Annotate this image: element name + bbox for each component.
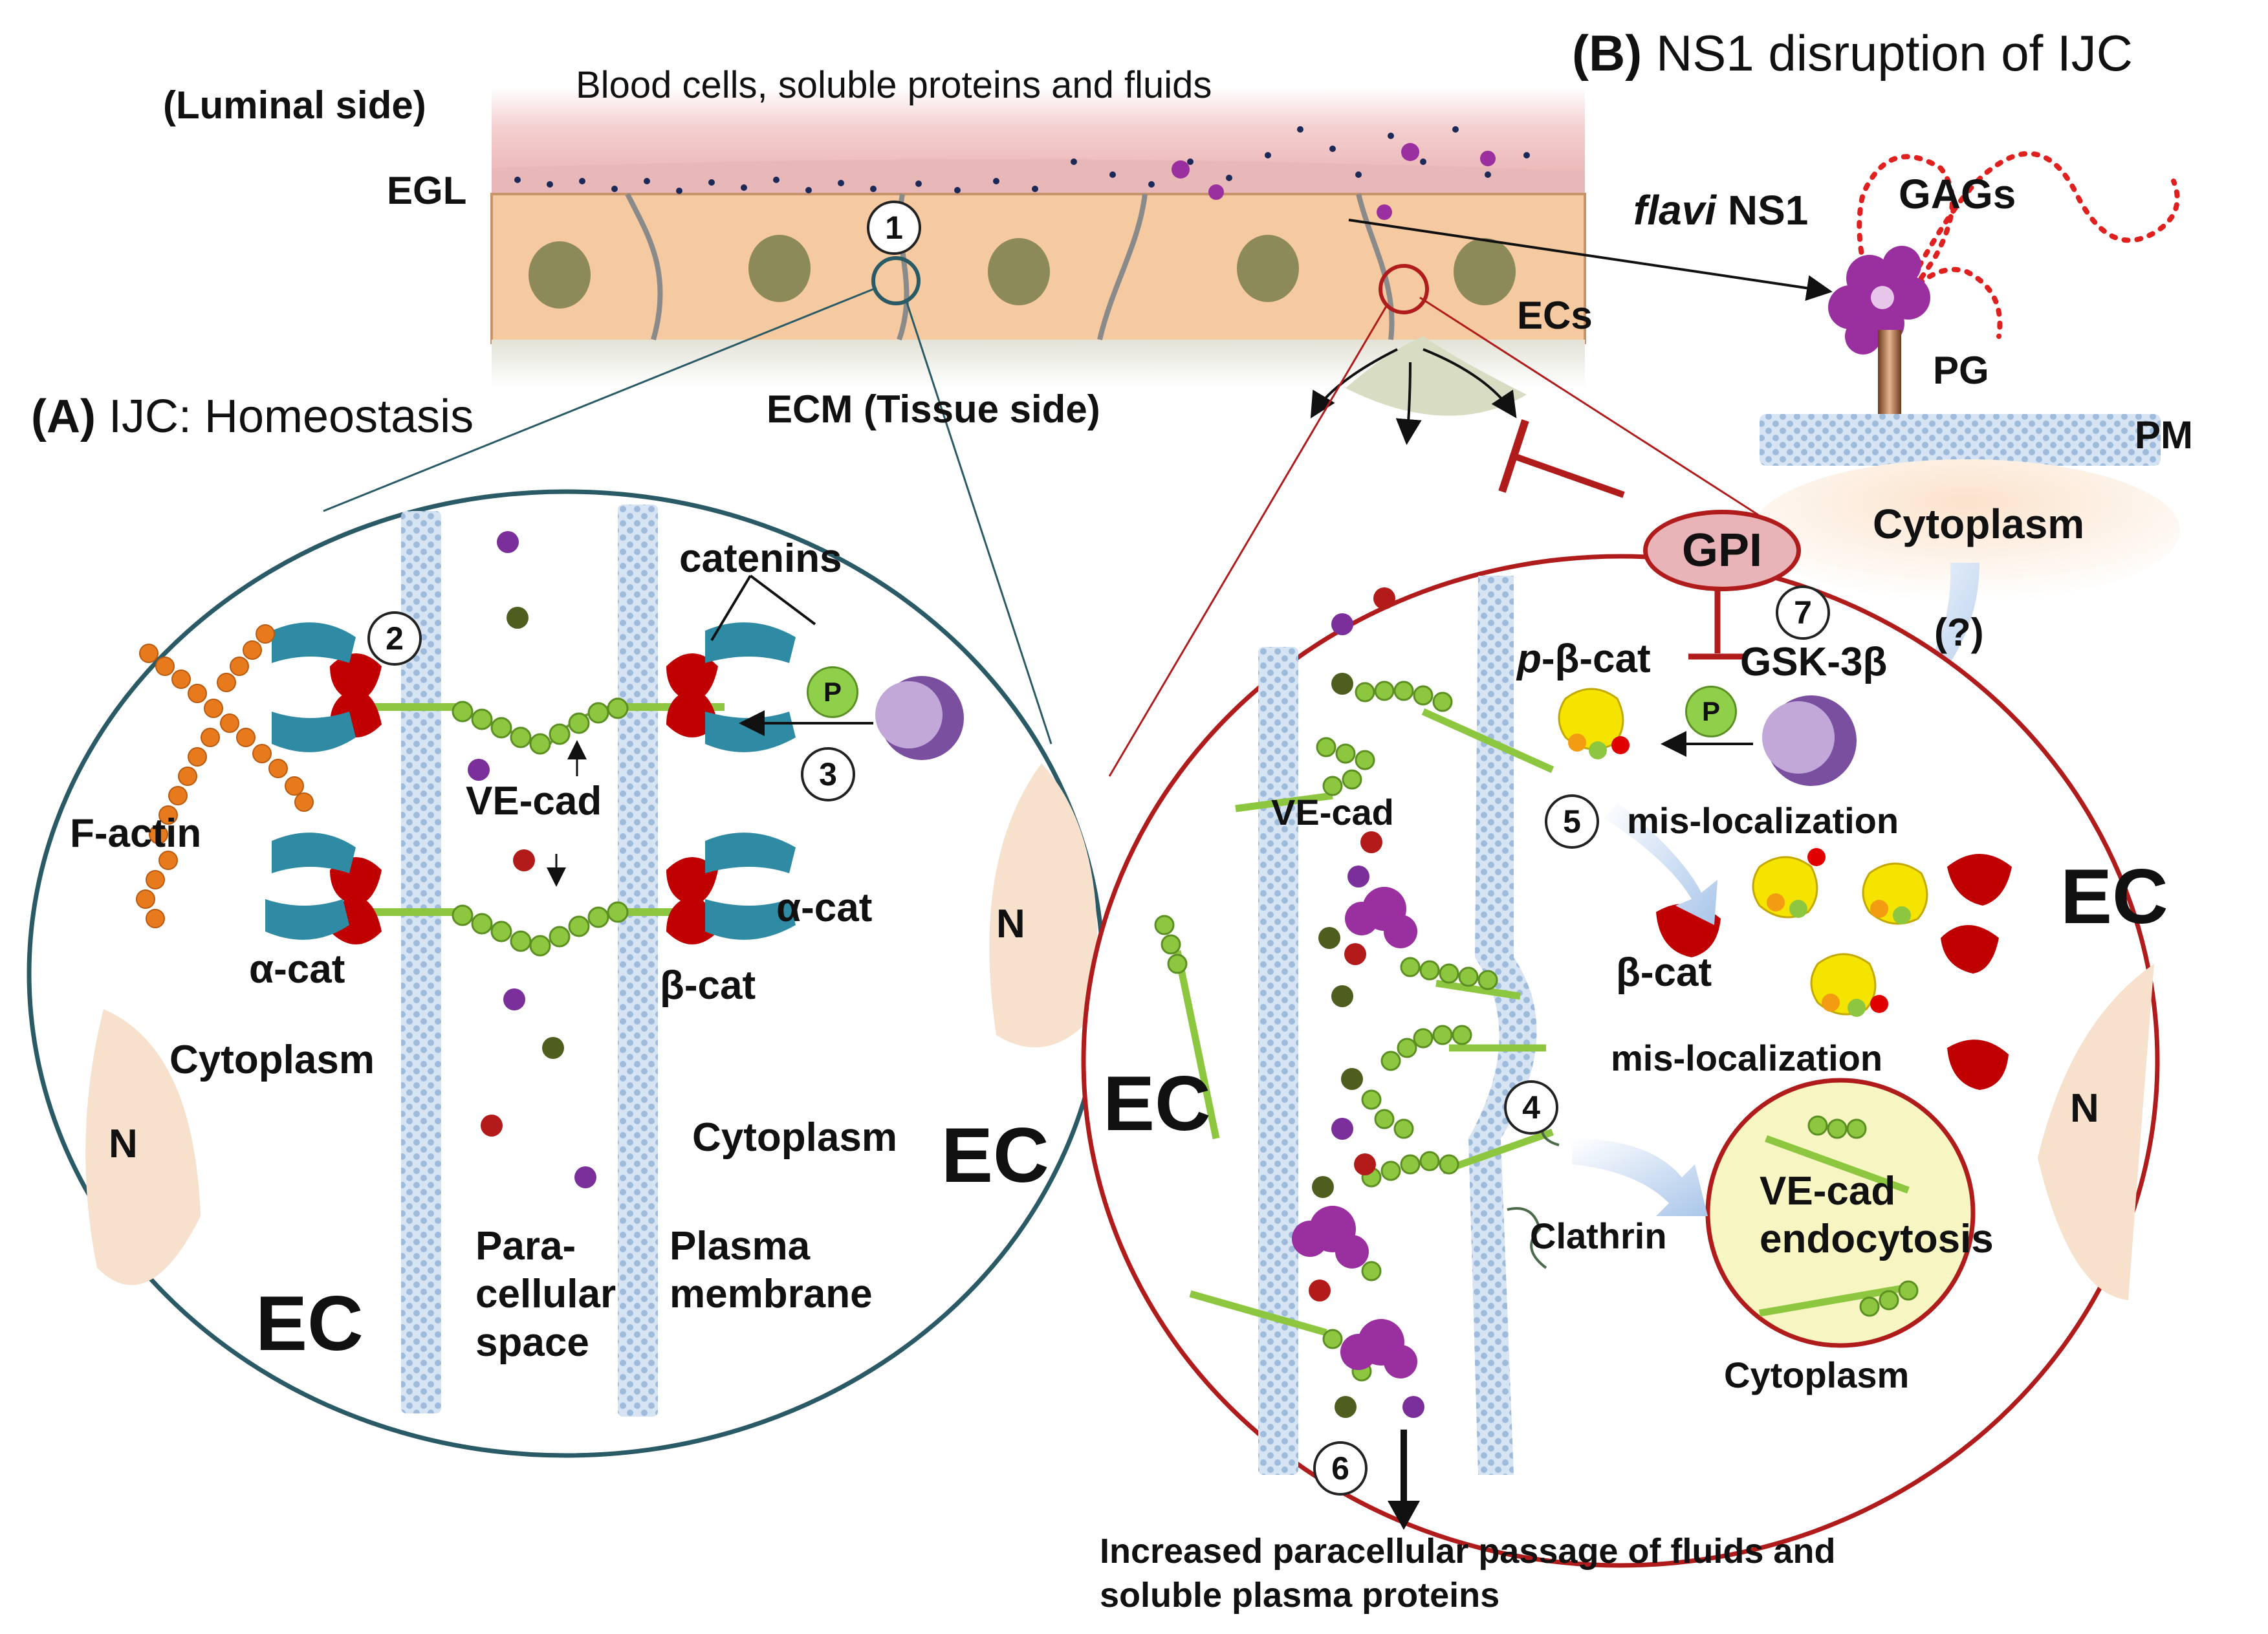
cytoplasm-label-a-left: Cytoplasm xyxy=(169,1038,375,1082)
phosphate-tag-a: P xyxy=(807,666,858,718)
endocytosis-line-2: endocytosis xyxy=(1760,1217,1994,1262)
pg-label: PG xyxy=(1933,349,1989,392)
ns1-text: NS1 xyxy=(1716,187,1809,234)
step-5-marker: 5 xyxy=(1545,794,1599,849)
endocytosis-label: VE-cad endocytosis xyxy=(1760,1168,1994,1264)
mis-localization-label-1: mis-localization xyxy=(1627,800,1899,841)
ec-label-a-left: EC xyxy=(256,1280,364,1367)
nucleus-label-b: N xyxy=(2070,1086,2099,1131)
paracellular-line-2: cellular xyxy=(475,1272,616,1317)
ecm-label: ECM (Tissue side) xyxy=(767,387,1100,431)
gpi-inhibitor: GPI xyxy=(1643,510,1801,591)
beta-cat-label-b: β-cat xyxy=(1616,950,1712,995)
bottom-caption: Increased paracellular passage of fluids… xyxy=(1100,1530,1835,1617)
plasma-membrane-line-2: membrane xyxy=(670,1272,873,1317)
panel-b-title: (B) NS1 disruption of IJC xyxy=(1572,25,2133,82)
gags-label: GAGs xyxy=(1899,171,2016,217)
caption-line-2: soluble plasma proteins xyxy=(1100,1575,1500,1615)
blood-dots xyxy=(514,126,1530,194)
gsk-label: GSK-3β xyxy=(1740,640,1888,684)
endothelium-strip xyxy=(490,87,1586,445)
step-1-marker: 1 xyxy=(867,201,921,255)
paracellular-line-3: space xyxy=(475,1320,589,1365)
beta-cat-label-a: β-cat xyxy=(660,963,756,1008)
unknown-pathway-label: (?) xyxy=(1934,611,1984,654)
f-actin xyxy=(136,624,314,928)
step-6-marker: 6 xyxy=(1313,1441,1368,1496)
phosphate-tag-b: P xyxy=(1685,686,1737,737)
ve-cad-label-a: VE-cad xyxy=(466,779,602,823)
luminal-side-label: (Luminal side) xyxy=(163,83,426,127)
panel-b-letter: (B) xyxy=(1572,25,1642,82)
step-4-marker: 4 xyxy=(1504,1080,1558,1135)
alpha-cat-label-left: α-cat xyxy=(249,947,345,992)
alpha-cat-label-right: α-cat xyxy=(776,886,873,930)
panel-b-top-right xyxy=(1753,151,2180,750)
ve-cad-label-b: VE-cad xyxy=(1271,792,1394,833)
step-7-marker: 7 xyxy=(1776,585,1830,640)
ns1-hexamer xyxy=(1828,246,1930,354)
ec-label-b-left: EC xyxy=(1103,1060,1211,1147)
nucleus-label-a-left: N xyxy=(109,1122,138,1166)
plasma-membrane-label: Plasma membrane xyxy=(670,1223,873,1319)
endocytosis-line-1: VE-cad xyxy=(1760,1169,1896,1214)
cytoplasm-label-b-top: Cytoplasm xyxy=(1873,501,2085,547)
catenins-right xyxy=(666,622,796,944)
panel-a-title: (A) IJC: Homeostasis xyxy=(31,391,474,442)
ns1-blood-particles xyxy=(1172,143,1496,220)
catenins-label: catenins xyxy=(679,536,842,581)
step-2-marker: 2 xyxy=(367,611,422,666)
f-actin-label: F-actin xyxy=(70,811,202,856)
clathrin-label: Clathrin xyxy=(1530,1215,1667,1256)
mis-localization-label-2: mis-localization xyxy=(1611,1038,1883,1078)
p-beta-cat-shapes xyxy=(1558,688,1928,1017)
panel-a-title-text: IJC: Homeostasis xyxy=(108,391,474,442)
step-3-marker: 3 xyxy=(801,747,855,801)
panel-a-circle xyxy=(27,489,1106,1458)
catenins-left xyxy=(265,622,382,944)
panel-b-circle xyxy=(1081,419,2160,1568)
flavi-italic: flavi xyxy=(1633,187,1717,234)
panel-b-title-text: NS1 disruption of IJC xyxy=(1655,25,2133,82)
caption-line-1: Increased paracellular passage of fluids… xyxy=(1100,1532,1836,1571)
ecs-label: ECs xyxy=(1517,294,1593,337)
panel-a-letter: (A) xyxy=(31,391,96,442)
nucleus-label-a-right: N xyxy=(996,902,1025,946)
pm-label: PM xyxy=(2135,413,2193,457)
p-beta-cat-label: p-β-cat xyxy=(1517,637,1651,681)
flavi-ns1-label: flavi NS1 xyxy=(1633,188,1808,233)
cytoplasm-label-a-right: Cytoplasm xyxy=(692,1115,897,1160)
blood-label: Blood cells, soluble proteins and fluids xyxy=(576,64,1212,106)
plasma-membrane-line-1: Plasma xyxy=(670,1224,811,1269)
cytoplasm-label-b-bottom: Cytoplasm xyxy=(1724,1355,1910,1395)
p-beta-cat-text: -β-cat xyxy=(1541,637,1651,681)
beta-cat-shapes xyxy=(1656,854,2012,1090)
ec-label-b-right: EC xyxy=(2060,853,2168,940)
egl-label: EGL xyxy=(387,169,467,212)
p-beta-cat-prefix: p xyxy=(1517,637,1542,681)
paracellular-space-label: Para- cellular space xyxy=(475,1223,616,1367)
paracellular-line-1: Para- xyxy=(475,1224,576,1269)
ec-label-a-right: EC xyxy=(941,1112,1049,1199)
